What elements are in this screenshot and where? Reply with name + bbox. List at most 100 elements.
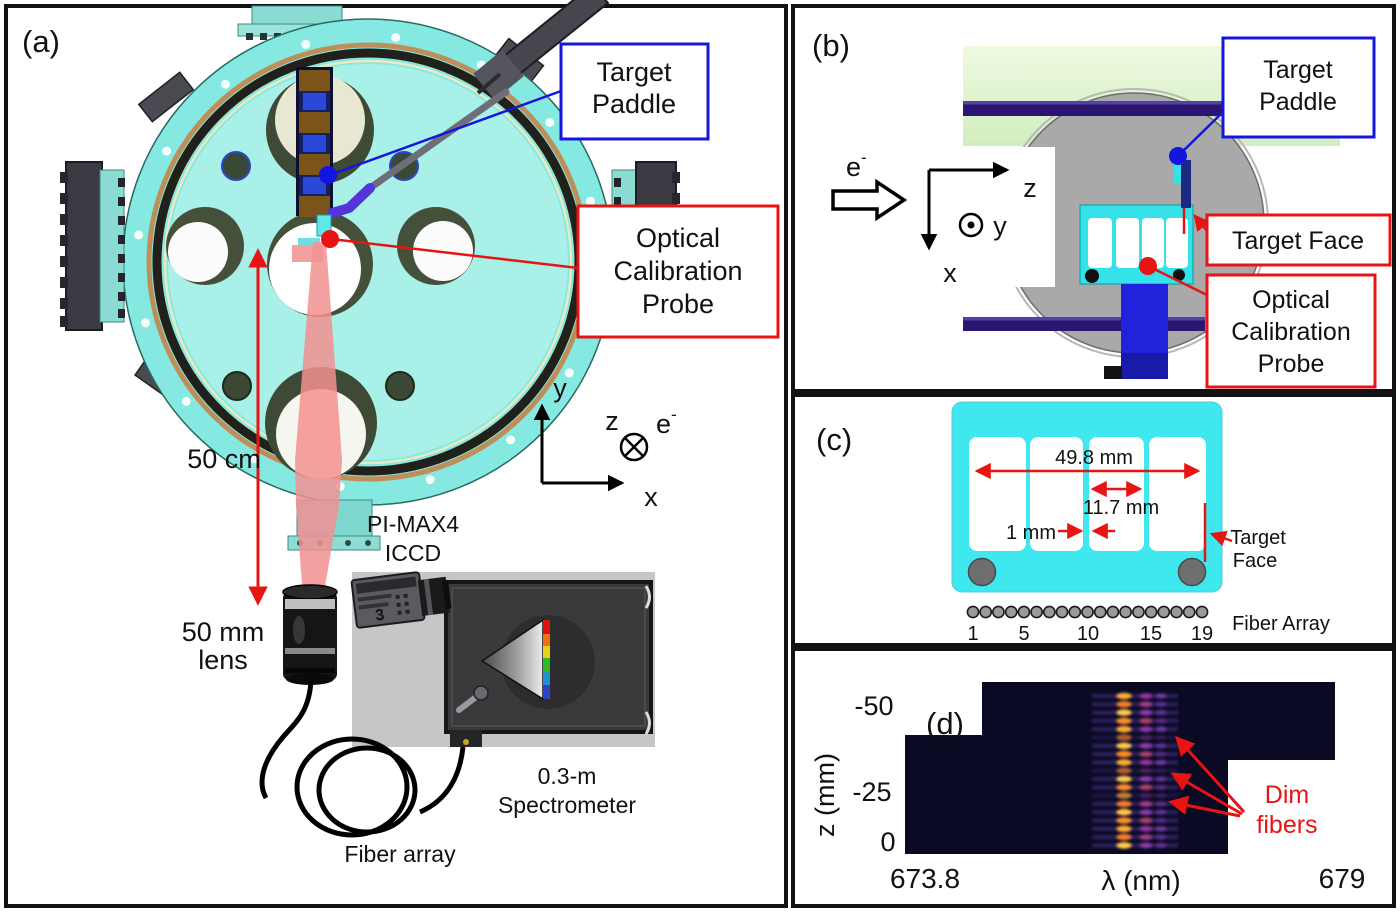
- flange-bolt-hole: [425, 475, 435, 485]
- target-face-arrow: [1209, 530, 1233, 547]
- probe-label-box-b: Optical Calibration Probe: [1205, 273, 1377, 389]
- spectral-line-dot: [1139, 842, 1153, 849]
- spectrum-streak: [1092, 793, 1178, 798]
- spectral-line-dot: [1116, 709, 1132, 716]
- spectrum-streak: [1092, 785, 1178, 790]
- spectral-line-dot: [1139, 767, 1153, 774]
- paddle-segment-brown: [299, 196, 330, 217]
- fiber-dot: [1144, 605, 1158, 619]
- target-face-label: Target Face: [1232, 227, 1364, 255]
- probe-label-line3: Probe: [642, 289, 714, 319]
- spectrometer-label-line2: Spectrometer: [498, 792, 636, 818]
- spectrum-streak: [1092, 768, 1178, 773]
- panel-b: e - z x y Target Paddle Target: [791, 4, 1396, 393]
- fiber-input-ferrule: [463, 739, 469, 745]
- spectral-line-dot: [1116, 784, 1132, 791]
- spectrum-streak: [1092, 718, 1178, 723]
- mounting-hole: [967, 557, 997, 587]
- spectrum-streak: [1092, 777, 1178, 781]
- probe-body: [1121, 284, 1168, 353]
- target-face-c-line2: Face: [1233, 550, 1277, 572]
- spectral-line-dot: [1155, 792, 1167, 799]
- xtick-min: 673.8: [890, 863, 960, 894]
- spectrum-streak: [1092, 702, 1178, 707]
- target-paddle-label-line1: Target: [596, 57, 672, 87]
- panel-c-label: (c): [816, 422, 852, 457]
- fiber-dot: [1106, 605, 1120, 619]
- spectral-line-dot: [1139, 759, 1153, 766]
- spectrum-streak: [1092, 743, 1178, 748]
- spectral-line-dot: [1139, 825, 1153, 832]
- spectral-line-dot: [1139, 809, 1153, 816]
- paddle-segment-brown: [299, 112, 330, 133]
- panel-d: Dim fibers (d) -50 -25 0 z (mm) 673.8 λ …: [791, 647, 1396, 908]
- iccd-camera: 3: [350, 571, 452, 629]
- spectrum-streak: [1092, 818, 1178, 823]
- electron-superscript-b: -: [861, 148, 867, 167]
- y-axis-label-d: z (mm): [810, 753, 840, 837]
- manipulator-arm: [327, 0, 610, 218]
- window-dimension-label: 11.7 mm: [1083, 497, 1159, 519]
- spectral-line-dot: [1155, 842, 1167, 849]
- spectral-line-dot: [1155, 734, 1167, 741]
- spectral-line-dot: [1116, 767, 1132, 774]
- left-side-flange: [60, 161, 125, 331]
- flange-bolt-hole: [545, 118, 555, 127]
- paddle-window: [1142, 218, 1164, 268]
- manipulator-collar-ring: [476, 72, 502, 95]
- panel-a-label: (a): [22, 24, 60, 59]
- spectral-line-dot: [1155, 701, 1167, 708]
- fiber-dot: [1068, 605, 1082, 619]
- fiber-dot: [1170, 605, 1183, 619]
- spectrum-streak: [1092, 801, 1178, 806]
- spectral-line-dot: [1155, 826, 1167, 832]
- paddle-segment-blue: [303, 135, 326, 152]
- target-face-label-box: Target Face: [1205, 213, 1392, 267]
- spectral-line-dot: [1155, 801, 1167, 807]
- panel-c: 49.8 mm 11.7 mm 1 mm Target Face 1 5 10 …: [791, 393, 1396, 647]
- lens-label-line1: 50 mm: [182, 617, 265, 647]
- fiber-dot: [1182, 605, 1196, 619]
- fiber-dot: [1157, 605, 1171, 619]
- box-glint-top: [644, 585, 651, 609]
- x-axis-label-d: λ (nm): [1101, 865, 1180, 896]
- spectral-line-dot: [1155, 776, 1167, 782]
- ytick-minus25: -25: [852, 777, 891, 807]
- probe-holder: [298, 238, 320, 246]
- target-paddle-b-line2: Paddle: [1259, 88, 1337, 116]
- fiber-tick-10: 10: [1077, 623, 1099, 645]
- electron-label: e: [656, 409, 671, 439]
- spectral-line-dot: [1116, 734, 1132, 741]
- spectrum-streak: [1092, 752, 1178, 757]
- lens-label-line2: lens: [198, 645, 248, 675]
- box-glint-bottom: [644, 711, 651, 735]
- spectral-line-dot: [1155, 834, 1167, 840]
- spectrum-streak: [1092, 694, 1178, 698]
- fiber-tick-15: 15: [1140, 623, 1162, 645]
- axis-y-label-b: y: [993, 211, 1007, 241]
- small-port: [385, 371, 415, 401]
- spectral-line-dot: [1139, 693, 1153, 699]
- spectrometer-photo: 3: [350, 571, 655, 747]
- target-paddle-callout-line-b: [1177, 111, 1224, 157]
- ytick-0: 0: [880, 827, 895, 857]
- fiber-array-dots: [966, 605, 1209, 619]
- mounting-hole: [1177, 557, 1207, 587]
- fiber-tick-19: 19: [1191, 623, 1213, 645]
- panel-a: 3: [4, 0, 788, 908]
- axis-y-label: y: [553, 373, 567, 403]
- target-paddle-front: [296, 67, 333, 217]
- flange-bolt-hole: [564, 368, 574, 378]
- panel-d-label: (d): [926, 706, 964, 741]
- spectral-line-dot: [1116, 717, 1132, 725]
- paddle-window: [1116, 218, 1139, 268]
- spectral-line-dot: [1116, 817, 1132, 824]
- spectral-line-dot: [1139, 701, 1153, 708]
- paddle-hole: [1173, 269, 1185, 281]
- spectral-line-dot: [1155, 709, 1167, 716]
- fiber-dot: [1093, 605, 1107, 619]
- paddle-segment-brown: [299, 70, 330, 91]
- small-port: [222, 371, 252, 401]
- spectrum-streak: [1092, 843, 1178, 848]
- fiber-dot: [1042, 605, 1056, 619]
